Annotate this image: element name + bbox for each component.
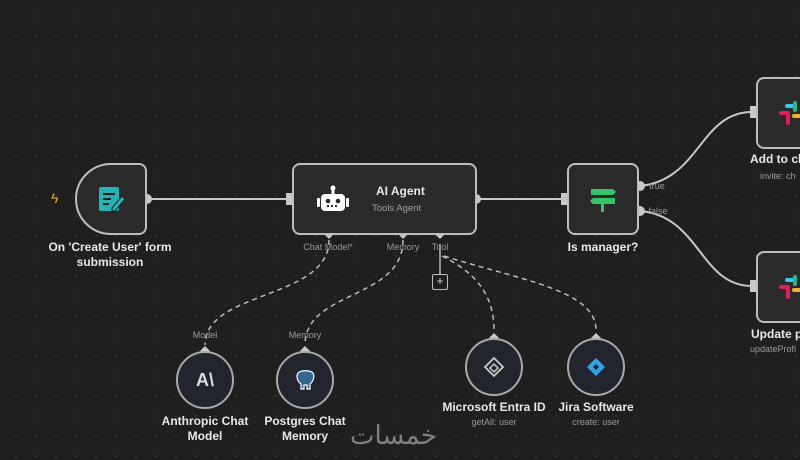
memory-handle-label: Memory — [288, 330, 322, 340]
slack-update-subtitle: updateProfi — [750, 344, 797, 354]
anthropic-node[interactable]: A\ — [176, 351, 234, 409]
if-input-handle — [561, 193, 567, 205]
handle-memory[interactable]: Memory — [386, 242, 420, 252]
robot-icon — [317, 185, 349, 211]
slack-update-label: Update p — [751, 327, 800, 341]
trigger-node[interactable] — [75, 163, 147, 235]
entra-node[interactable] — [465, 338, 523, 396]
false-output-label: false — [648, 206, 668, 216]
bolt-icon: ϟ — [51, 190, 59, 206]
jira-icon — [587, 358, 605, 376]
true-output-label: true — [649, 181, 665, 191]
agent-input-handle — [286, 193, 292, 205]
slack-icon — [779, 275, 800, 299]
connection-false — [639, 210, 753, 287]
jira-node[interactable] — [567, 338, 625, 396]
form-icon — [99, 187, 126, 212]
postgres-node[interactable] — [276, 351, 334, 409]
slack-icon — [779, 101, 800, 125]
slack-update-node[interactable] — [756, 251, 800, 323]
signpost-icon — [590, 189, 616, 212]
slack-add-subtitle: invite: ch — [760, 171, 796, 181]
ai-agent-node[interactable]: AI Agent Tools Agent — [292, 163, 477, 235]
dashed-model — [204, 239, 330, 346]
watermark-logo: خمسات — [350, 420, 437, 450]
entra-diamond-icon — [483, 356, 505, 378]
entra-label: Microsoft Entra ID — [442, 400, 546, 414]
postgres-elephant-icon — [296, 370, 315, 390]
handle-tool[interactable]: Tool — [431, 242, 449, 252]
if-node[interactable] — [567, 163, 639, 235]
connection-true — [639, 111, 753, 187]
dashed-memory — [304, 239, 404, 346]
jira-subtitle: create: user — [572, 417, 620, 427]
anthropic-icon: A\ — [196, 369, 214, 390]
slack-add-node[interactable] — [756, 77, 800, 149]
slack-add-label: Add to ch — [750, 152, 800, 166]
agent-subtitle: Tools Agent — [372, 203, 422, 214]
entra-subtitle: getAll: user — [471, 417, 517, 427]
agent-title: AI Agent — [376, 184, 425, 198]
jira-label: Jira Software — [558, 400, 634, 414]
if-label: Is manager? — [567, 240, 639, 254]
add-tool-button[interactable]: + — [432, 274, 448, 290]
dashed-tool-entra — [441, 255, 495, 331]
dashed-tool-jira — [443, 255, 597, 331]
model-handle-label: Model — [192, 330, 218, 340]
handle-chat-model[interactable]: Chat Model* — [303, 242, 353, 252]
